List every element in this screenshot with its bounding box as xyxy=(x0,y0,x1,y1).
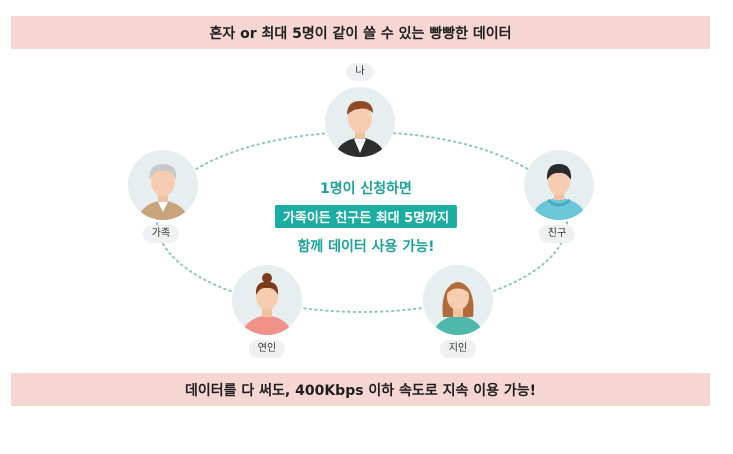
label-family: 가족 xyxy=(142,225,180,243)
bottom-banner: 데이터를 다 써도, 400Kbps 이하 속도로 지속 이용 가능! xyxy=(11,373,710,406)
center-line-3: 함께 데이터 사용 가능! xyxy=(297,239,435,255)
center-line-2-highlight: 가족이든 친구든 최대 5명까지 xyxy=(274,205,458,228)
avatar-partner xyxy=(232,265,302,335)
avatar-me xyxy=(325,87,395,157)
label-me: 나 xyxy=(346,63,374,81)
avatar-friend xyxy=(524,150,594,220)
label-partner: 연인 xyxy=(248,340,286,358)
avatar-acquaintance xyxy=(423,265,493,335)
avatar-family xyxy=(128,150,198,220)
label-friend: 친구 xyxy=(538,225,576,243)
top-banner: 혼자 or 최대 5명이 같이 쓸 수 있는 빵빵한 데이터 xyxy=(11,16,710,49)
label-acquaintance: 지인 xyxy=(439,340,477,358)
top-banner-text: 혼자 or 최대 5명이 같이 쓸 수 있는 빵빵한 데이터 xyxy=(209,25,512,42)
bottom-banner-text: 데이터를 다 써도, 400Kbps 이하 속도로 지속 이용 가능! xyxy=(185,382,536,399)
center-line-1: 1명이 신청하면 xyxy=(320,181,412,197)
